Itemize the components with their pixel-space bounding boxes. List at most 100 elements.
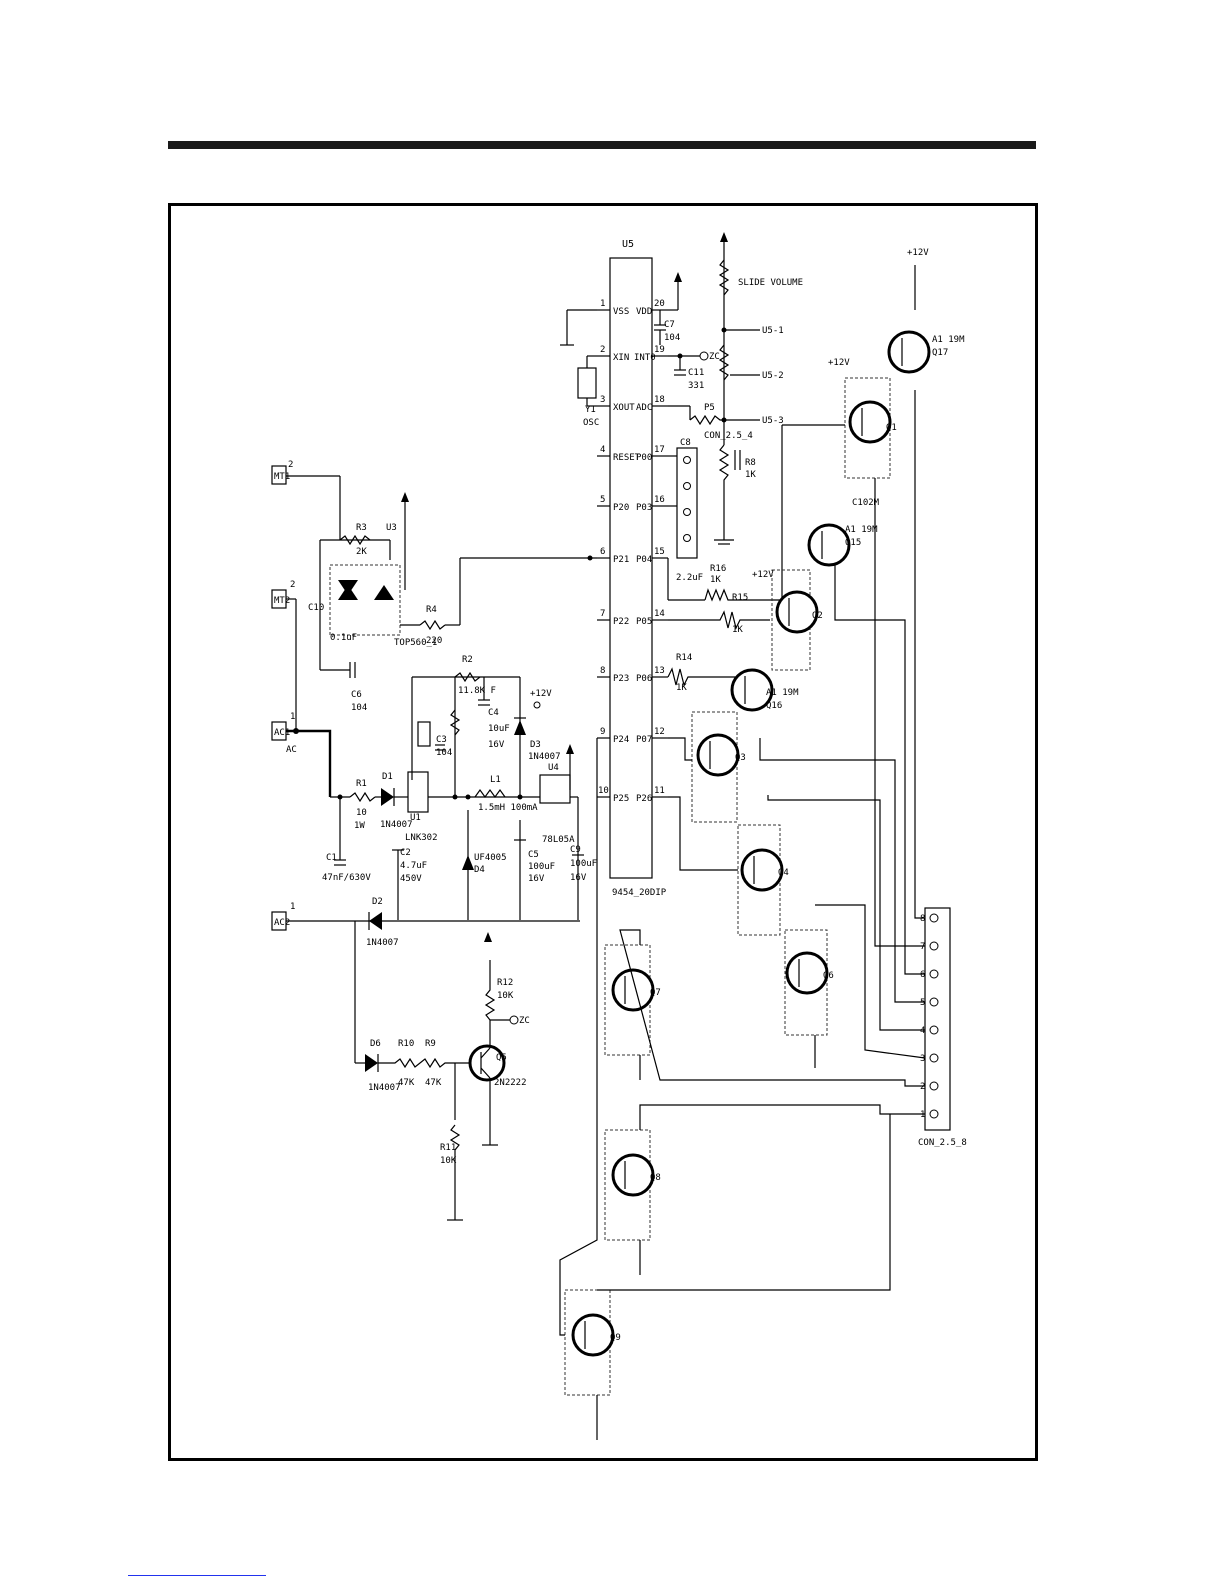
svg-text:+12V: +12V xyxy=(752,570,774,580)
schematic-frame xyxy=(168,203,1038,1461)
svg-text:18: 18 xyxy=(654,395,665,405)
svg-text:C5: C5 xyxy=(528,850,539,860)
svg-text:R14: R14 xyxy=(676,653,692,663)
svg-text:19: 19 xyxy=(654,345,665,355)
ic-part: 9454_20DIP xyxy=(612,888,667,898)
bulk-caps: C1 47nF/630V C2 4.7uF 450V UF4005 D4 C5 … xyxy=(322,794,597,920)
svg-text:P22: P22 xyxy=(613,617,629,627)
r3-u3: R3 2K U3 TOP560_1 xyxy=(319,492,437,670)
q6: Q6 xyxy=(784,929,834,1068)
svg-text:XOUT: XOUT xyxy=(613,403,635,413)
svg-text:C3: C3 xyxy=(436,735,447,745)
svg-text:ZC: ZC xyxy=(519,1016,530,1026)
svg-text:Y1: Y1 xyxy=(585,405,596,415)
svg-text:R11: R11 xyxy=(440,1143,456,1153)
svg-text:+12V: +12V xyxy=(530,689,552,699)
svg-text:P05: P05 xyxy=(636,617,652,627)
svg-text:1: 1 xyxy=(600,299,605,309)
q3: Q3 xyxy=(668,711,746,823)
svg-text:AC: AC xyxy=(286,745,297,755)
svg-text:C4: C4 xyxy=(488,708,499,718)
svg-text:1: 1 xyxy=(290,712,295,722)
svg-text:10: 10 xyxy=(356,808,367,818)
svg-text:220: 220 xyxy=(426,636,442,646)
svg-text:450V: 450V xyxy=(400,874,422,884)
svg-text:U5-2: U5-2 xyxy=(762,371,784,381)
svg-text:16V: 16V xyxy=(528,874,545,884)
svg-text:Q9: Q9 xyxy=(610,1333,621,1343)
svg-text:Q4: Q4 xyxy=(778,868,789,878)
svg-text:C10: C10 xyxy=(308,603,324,613)
svg-text:R4: R4 xyxy=(426,605,437,615)
svg-text:+12V: +12V xyxy=(907,248,929,258)
svg-text:R9: R9 xyxy=(425,1039,436,1049)
svg-text:2: 2 xyxy=(288,460,293,470)
svg-text:12: 12 xyxy=(654,727,665,737)
svg-text:P06: P06 xyxy=(636,674,652,684)
q8: Q8 xyxy=(604,1129,661,1275)
svg-text:VDD: VDD xyxy=(636,307,652,317)
svg-text:104: 104 xyxy=(664,333,680,343)
svg-text:Q2: Q2 xyxy=(812,611,823,621)
svg-text:7: 7 xyxy=(600,609,605,619)
svg-text:8: 8 xyxy=(920,914,925,924)
svg-text:20: 20 xyxy=(654,299,665,309)
svg-text:Q16: Q16 xyxy=(766,701,782,711)
svg-text:47K: 47K xyxy=(398,1078,415,1088)
svg-text:VSS: VSS xyxy=(613,307,629,317)
svg-text:Q3: Q3 xyxy=(735,753,746,763)
q1: +12V Q1 C102M xyxy=(781,358,897,600)
r16-r15-r14: R16 1K R15 1K R14 1K xyxy=(667,564,782,693)
q4: Q4 xyxy=(668,796,789,936)
svg-text:Q6: Q6 xyxy=(823,971,834,981)
svg-text:0.1uF: 0.1uF xyxy=(330,633,357,643)
svg-text:MT2: MT2 xyxy=(274,596,290,606)
svg-text:UF4005: UF4005 xyxy=(474,853,507,863)
svg-text:1: 1 xyxy=(290,902,295,912)
svg-text:P5: P5 xyxy=(704,403,715,413)
svg-text:1N4007: 1N4007 xyxy=(380,820,413,830)
svg-text:C7: C7 xyxy=(664,320,675,330)
svg-text:1K: 1K xyxy=(732,625,743,635)
svg-text:P07: P07 xyxy=(636,735,652,745)
svg-text:9: 9 xyxy=(600,727,605,737)
svg-text:INT0: INT0 xyxy=(634,353,656,363)
svg-text:Q17: Q17 xyxy=(932,348,948,358)
r4: R4 220 xyxy=(400,555,597,646)
svg-text:Q15: Q15 xyxy=(845,538,861,548)
svg-text:C102M: C102M xyxy=(852,498,880,508)
svg-text:1.5mH 100mA: 1.5mH 100mA xyxy=(478,803,538,813)
svg-text:104: 104 xyxy=(436,748,452,758)
svg-text:P21: P21 xyxy=(613,555,629,565)
footer-link-underline[interactable] xyxy=(128,1575,266,1576)
svg-text:C6: C6 xyxy=(351,690,362,700)
svg-text:3: 3 xyxy=(920,1054,925,1064)
q16: A1 19M Q16 xyxy=(730,668,799,712)
svg-text:8: 8 xyxy=(600,666,605,676)
svg-text:U4: U4 xyxy=(548,763,559,773)
c3-r2-c4: C3 104 R2 11.8K F C4 10uF 16V xyxy=(411,655,520,797)
slide-volume: SLIDE VOLUME U5-1 U5-2 U5-3 P5 CON_2.5_4… xyxy=(668,232,803,545)
svg-text:U5-3: U5-3 xyxy=(762,416,784,426)
svg-text:A1 19M: A1 19M xyxy=(932,335,965,345)
svg-text:R3: R3 xyxy=(356,523,367,533)
svg-text:P03: P03 xyxy=(636,503,652,513)
svg-text:P26: P26 xyxy=(636,794,652,804)
svg-text:5: 5 xyxy=(920,998,925,1008)
svg-text:R16: R16 xyxy=(710,564,726,574)
svg-text:1: 1 xyxy=(920,1110,925,1120)
svg-text:47K: 47K xyxy=(425,1078,442,1088)
svg-text:Q8: Q8 xyxy=(650,1173,661,1183)
svg-text:R2: R2 xyxy=(462,655,473,665)
svg-text:OSC: OSC xyxy=(583,418,599,428)
svg-text:R1: R1 xyxy=(356,779,367,789)
svg-text:3: 3 xyxy=(600,395,605,405)
svg-text:2K: 2K xyxy=(356,547,367,557)
port-ac2: AC2 1 D2 1N4007 xyxy=(271,897,580,1063)
svg-text:L1: L1 xyxy=(490,775,501,785)
svg-text:10K: 10K xyxy=(440,1156,457,1166)
svg-text:2N2222: 2N2222 xyxy=(494,1078,527,1088)
